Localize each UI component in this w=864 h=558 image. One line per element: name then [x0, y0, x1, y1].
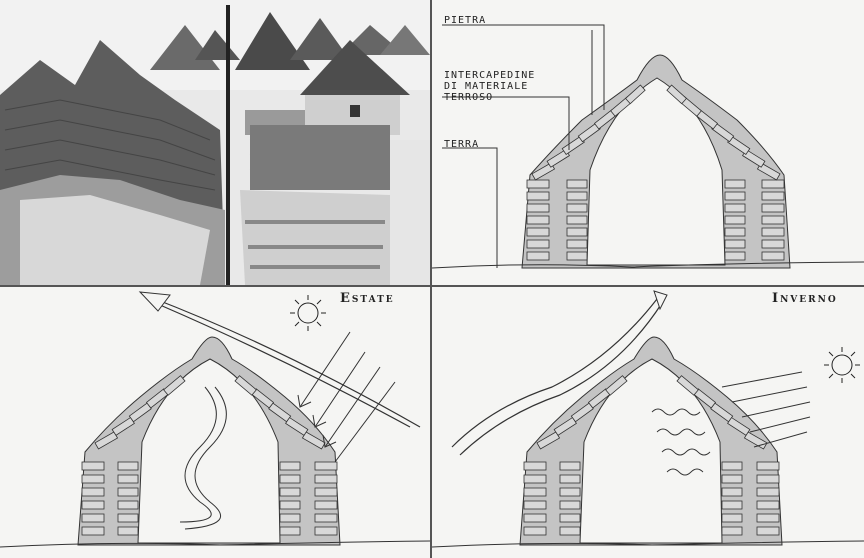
trulli-photo-drawing [0, 0, 430, 285]
winter-drawing [432, 287, 864, 558]
trulli-photo [0, 0, 430, 285]
summer-diagram: Estate [0, 287, 430, 558]
vertical-divider [430, 0, 432, 558]
label-earth: TERRA [444, 139, 479, 150]
summer-drawing [0, 287, 430, 558]
section-diagram: PIETRA INTERCAPEDINE DI MATERIALE TERROS… [432, 0, 864, 285]
season-summer: Estate [340, 291, 395, 306]
label-cavity-line1: INTERCAPEDINE [444, 70, 535, 81]
label-stone: PIETRA [444, 15, 486, 26]
winter-diagram: Inverno [432, 287, 864, 558]
sun-icon [822, 345, 862, 385]
label-cavity-line3: TERROSO [444, 92, 493, 103]
season-winter: Inverno [772, 291, 838, 306]
horizontal-divider [0, 285, 864, 287]
label-cavity-line2: DI MATERIALE [444, 81, 528, 92]
sun-icon [288, 293, 328, 333]
trullo-section-drawing [432, 0, 864, 285]
